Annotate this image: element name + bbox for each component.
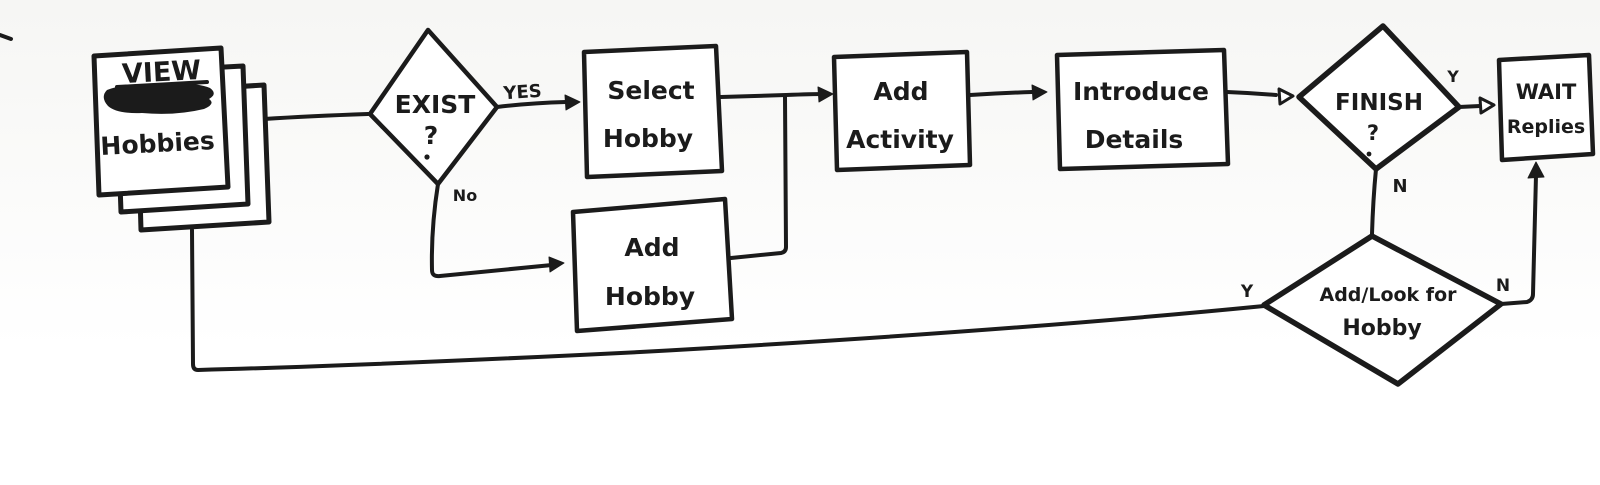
node-finish: FINISH ? xyxy=(1296,23,1462,172)
arrowhead xyxy=(564,94,581,111)
edge-addhobby-merge xyxy=(729,95,788,260)
edge-label-addlook-no: N xyxy=(1496,276,1510,296)
node-label-line1: Introduce xyxy=(1073,77,1209,106)
edge-finish-yes xyxy=(1457,96,1496,115)
edge-exist-no xyxy=(429,182,565,279)
node-label-line1: Add/Look for xyxy=(1320,284,1458,306)
decision-diamond xyxy=(367,27,500,187)
arrowhead xyxy=(1031,84,1048,101)
node-label-line1: EXIST xyxy=(395,90,476,119)
edge-exist-yes xyxy=(495,94,581,111)
node-introduce-details: Introduce Details xyxy=(1054,47,1231,172)
page-label: Hobbies xyxy=(100,126,216,161)
node-view-hobbies: VIEW Hobbies xyxy=(91,45,272,233)
arrowhead xyxy=(817,86,834,103)
process-box xyxy=(1496,52,1596,163)
node-label-line2: Activity xyxy=(846,125,954,154)
edge-select-addactivity xyxy=(719,86,834,103)
node-label-line2: Hobby xyxy=(603,124,693,153)
node-label-line1: Add xyxy=(873,77,928,106)
node-label-line2: ? xyxy=(424,121,439,150)
node-add-look-for-hobby: Add/Look for Hobby xyxy=(1261,233,1504,387)
question-dot xyxy=(1366,151,1372,157)
process-box xyxy=(831,49,973,173)
edge-addactivity-introduce xyxy=(968,84,1048,101)
process-box xyxy=(570,196,735,334)
decision-diamond xyxy=(1261,233,1504,387)
node-select-hobby: Select Hobby xyxy=(581,43,725,180)
arrowhead xyxy=(548,256,565,273)
edge-label-exist-no: No xyxy=(453,186,477,205)
node-label-line2: Details xyxy=(1085,125,1184,154)
node-wait-replies: WAIT Replies xyxy=(1496,52,1596,163)
edge-label-exist-yes: YES xyxy=(502,81,543,105)
node-label-line1: Select xyxy=(607,76,694,105)
arrowhead xyxy=(1478,96,1496,115)
edge-start-exist xyxy=(262,112,370,121)
edge-finish-no xyxy=(1370,167,1378,236)
redacted-scribble xyxy=(103,83,214,114)
node-label-line2: Replies xyxy=(1507,116,1585,138)
node-label-line2: Hobby xyxy=(1342,316,1421,341)
edge-addlook-yes-return xyxy=(190,228,1266,372)
arrowhead xyxy=(1527,161,1545,179)
node-label-line1: WAIT xyxy=(1516,80,1577,104)
edge-label-finish-yes: Y xyxy=(1446,67,1459,86)
stray-mark xyxy=(0,33,13,41)
node-add-hobby: Add Hobby xyxy=(570,196,735,334)
edge-addlook-no xyxy=(1499,161,1545,306)
node-label-line1: Add xyxy=(624,233,679,262)
node-label-line2: Hobby xyxy=(605,282,695,311)
arrowhead xyxy=(1277,87,1295,106)
node-label-line2: ? xyxy=(1367,121,1379,145)
node-exist: EXIST ? xyxy=(367,27,500,187)
node-label-line1: FINISH xyxy=(1335,90,1423,116)
edge-label-addlook-yes: Y xyxy=(1240,282,1254,302)
decision-diamond xyxy=(1296,23,1462,172)
process-box xyxy=(581,43,725,180)
edge-introduce-finish xyxy=(1225,87,1295,106)
process-box xyxy=(1054,47,1231,172)
question-dot xyxy=(424,154,430,160)
node-add-activity: Add Activity xyxy=(831,49,973,173)
edge-label-finish-no: N xyxy=(1392,176,1407,197)
